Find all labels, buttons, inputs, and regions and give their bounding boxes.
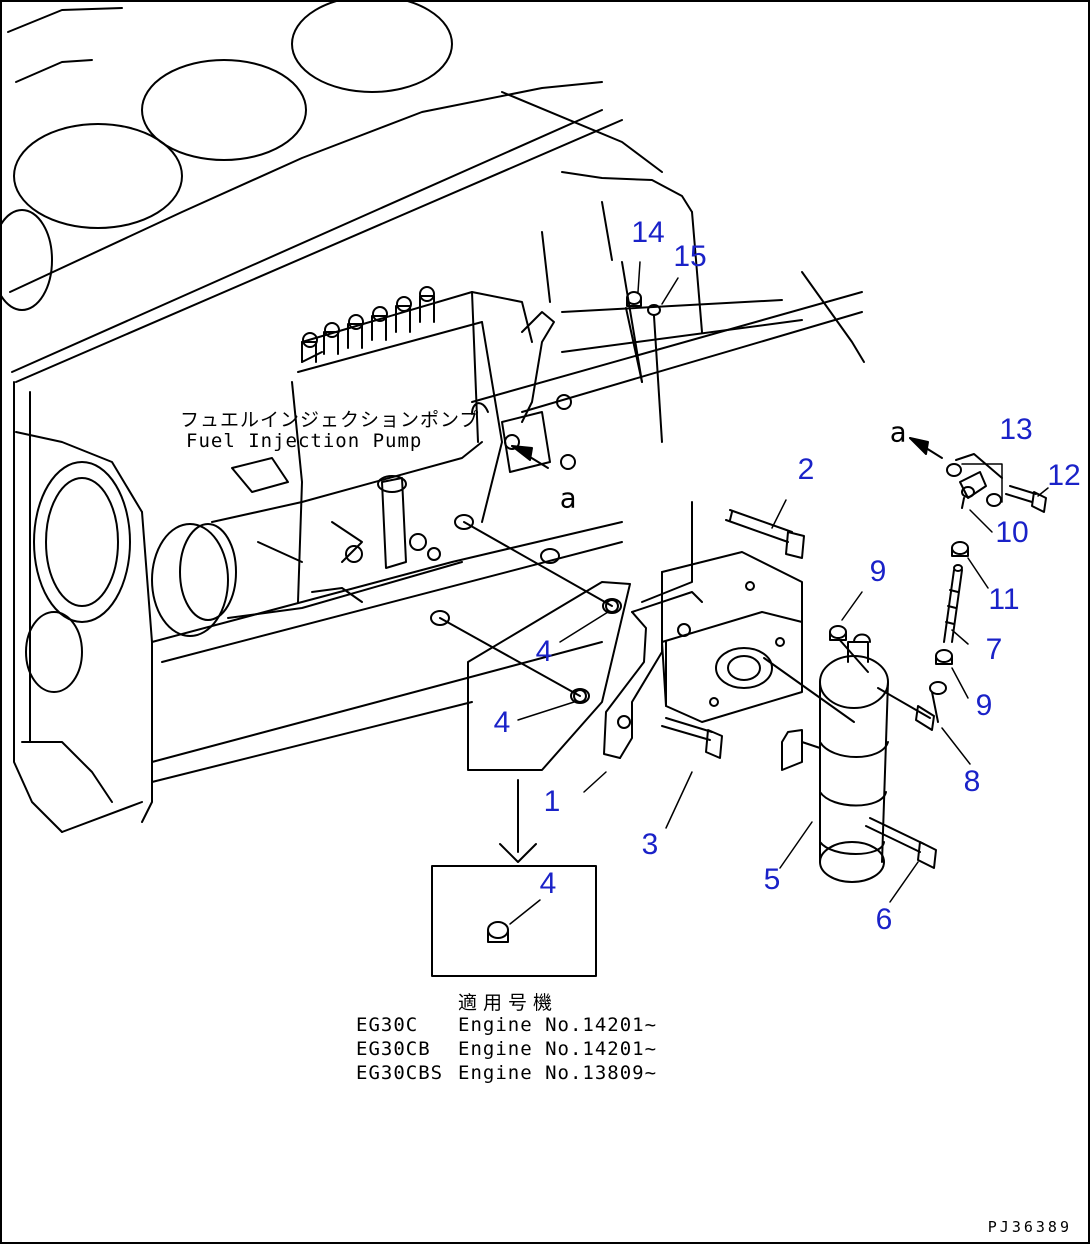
- nut-part-14: [625, 291, 643, 383]
- bolt-part-2: [725, 509, 805, 559]
- callout-1: 1: [543, 785, 561, 818]
- applicability-model-1: EG30C: [356, 1014, 419, 1036]
- nut-part-11: [951, 541, 969, 557]
- callout-4-lower: 4: [493, 706, 511, 739]
- washer-part-13: [946, 453, 1003, 507]
- view-a-label-pump: a: [559, 481, 577, 515]
- rod-part-7: [943, 564, 963, 643]
- cylinder-bores: [2, 2, 453, 311]
- callout-7: 7: [985, 633, 1003, 666]
- callout-13: 13: [999, 413, 1033, 446]
- bracket-part-1: [603, 501, 703, 759]
- applicability-model-2: EG30CB: [356, 1038, 431, 1060]
- callout-9-lower: 9: [975, 689, 993, 722]
- callout-11: 11: [988, 583, 1020, 616]
- callout-6: 6: [875, 903, 893, 936]
- applicability-model-3: EG30CBS: [356, 1062, 444, 1084]
- view-a-arrow-right: [909, 437, 943, 459]
- nut-part-9-upper: [829, 625, 869, 673]
- washer-part-15: [647, 304, 663, 443]
- fuel-injection-pump: [151, 286, 576, 637]
- bolt-part-3: [661, 717, 723, 759]
- spacer-plate-outline: [439, 521, 631, 771]
- detail-arrow: [499, 779, 537, 863]
- bolt-part-6: [865, 817, 937, 869]
- callout-12: 12: [1047, 459, 1081, 492]
- callout-10: 10: [995, 516, 1029, 549]
- applicability-title: 適用号機: [458, 992, 559, 1014]
- applicability-engine-3: Engine No.13809~: [458, 1062, 658, 1084]
- applicability-engine-1: Engine No.14201~: [458, 1014, 658, 1036]
- detail-box: [431, 865, 597, 977]
- callout-leaders: [509, 261, 1049, 925]
- callout-5: 5: [763, 863, 781, 896]
- pump-label-en: Fuel Injection Pump: [186, 430, 423, 452]
- fuel-filter-part-5: [763, 633, 889, 883]
- filter-mounting-plate: [661, 551, 803, 723]
- engine-front-face: [15, 431, 153, 693]
- callout-4-upper: 4: [535, 635, 553, 668]
- callout-2: 2: [797, 453, 815, 486]
- joint-part-10: [959, 471, 987, 509]
- view-a-arrow-pump: [511, 445, 549, 469]
- callout-9-upper: 9: [869, 555, 887, 588]
- callout-4-detail: 4: [539, 867, 557, 900]
- view-a-label-right: a: [889, 415, 907, 449]
- callout-3: 3: [641, 828, 659, 861]
- pump-label-jp: フュエルインジェクションポンプ: [180, 409, 480, 431]
- bolt-part-12: [1005, 485, 1047, 513]
- nut-part-9-lower: [935, 649, 953, 665]
- callout-8: 8: [963, 765, 981, 798]
- drawing-number: PJ36389: [987, 1218, 1072, 1236]
- fitting-part-8: [877, 681, 947, 731]
- callout-14: 14: [631, 216, 665, 249]
- callout-15: 15: [673, 240, 707, 273]
- block-bolt-holes: [430, 514, 622, 704]
- applicability-engine-2: Engine No.14201~: [458, 1038, 658, 1060]
